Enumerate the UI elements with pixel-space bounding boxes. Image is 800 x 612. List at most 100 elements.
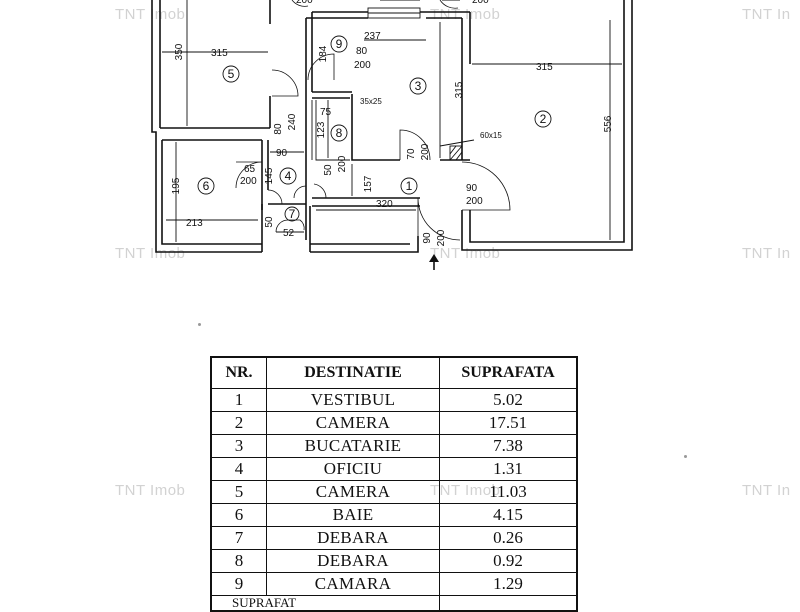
table-row: 5 CAMERA 11.03: [210, 480, 578, 504]
dim-label: 35x25: [360, 97, 382, 106]
cell-nr: 6: [210, 503, 267, 527]
dim-label: 200: [354, 60, 371, 71]
cell-suprafata: 4.15: [439, 503, 578, 527]
cell-destinatie: CAMERA: [266, 411, 440, 435]
dim-label: 320: [376, 199, 393, 210]
room-number-3: 3: [415, 79, 422, 93]
cell-nr: 9: [210, 572, 267, 596]
room-labels: 5 2 3 1 6 4 7 8 9: [197, 35, 552, 222]
dim-label: 240: [287, 113, 298, 130]
cell-suprafata: 11.03: [439, 480, 578, 504]
dim-label: 200: [337, 155, 348, 172]
cell-suprafata: 1.29: [439, 572, 578, 596]
cell-destinatie: DEBARA: [266, 526, 440, 550]
dim-label: 90: [466, 183, 478, 194]
cell-suprafata: 5.02: [439, 388, 578, 412]
room-number-4: 4: [285, 169, 292, 183]
cell-total-label: SUPRAFAT: [210, 595, 440, 612]
header-nr: NR.: [210, 356, 267, 389]
table-row: 2 CAMERA 17.51: [210, 411, 578, 435]
cell-destinatie: OFICIU: [266, 457, 440, 481]
table-row: 6 BAIE 4.15: [210, 503, 578, 527]
cell-suprafata: 0.92: [439, 549, 578, 573]
dim-label: 50: [323, 164, 334, 176]
entrance-arrow-icon: [429, 254, 439, 270]
cell-destinatie: CAMARA: [266, 572, 440, 596]
header-destinatie: DESTINATIE: [266, 356, 440, 389]
scan-speck: [684, 455, 687, 458]
cell-destinatie: VESTIBUL: [266, 388, 440, 412]
cell-nr: 3: [210, 434, 267, 458]
cell-suprafata: 0.26: [439, 526, 578, 550]
room-number-7: 7: [289, 207, 296, 221]
room-number-9: 9: [336, 37, 343, 51]
cell-nr: 4: [210, 457, 267, 481]
room-number-8: 8: [336, 126, 343, 140]
floor-plan: 5 2 3 1 6 4 7 8 9 200 200 350 315 237 18…: [151, 0, 633, 270]
cell-suprafata: 7.38: [439, 434, 578, 458]
table-header-row: NR. DESTINATIE SUPRAFATA: [210, 356, 578, 389]
area-table: NR. DESTINATIE SUPRAFATA 1 VESTIBUL 5.02…: [210, 356, 578, 612]
dim-label: 65: [244, 164, 256, 175]
cell-destinatie: DEBARA: [266, 549, 440, 573]
dim-label: 200: [436, 229, 447, 246]
outer-walls: [151, 0, 633, 253]
room-number-2: 2: [540, 112, 547, 126]
dim-label: 200: [296, 0, 313, 6]
cell-nr: 2: [210, 411, 267, 435]
dim-label: 90: [276, 148, 288, 159]
window-top: [367, 7, 421, 19]
dim-label: 50: [264, 216, 275, 228]
dim-label: 556: [603, 115, 614, 132]
dim-label: 200: [466, 196, 483, 207]
dim-label: 60x15: [480, 131, 502, 140]
table-row: 7 DEBARA 0.26: [210, 526, 578, 550]
dim-label: 184: [318, 45, 329, 62]
table-row-cut: SUPRAFAT: [210, 595, 578, 612]
dim-label: 213: [186, 218, 203, 229]
cell-suprafata: 1.31: [439, 457, 578, 481]
room-number-6: 6: [203, 179, 210, 193]
dim-label: 200: [472, 0, 489, 6]
dim-label: 350: [174, 43, 185, 60]
table-row: 3 BUCATARIE 7.38: [210, 434, 578, 458]
cell-nr: 7: [210, 526, 267, 550]
table-row: 1 VESTIBUL 5.02: [210, 388, 578, 412]
dim-label: 75: [320, 107, 332, 118]
dim-label: 90: [422, 232, 433, 244]
watermark: TNT Imob: [115, 482, 186, 499]
dim-label: 315: [211, 48, 228, 59]
dim-label: 157: [363, 175, 374, 192]
dim-label: 52: [283, 228, 295, 239]
dim-label: 315: [536, 62, 553, 73]
watermark: TNT In: [742, 482, 791, 499]
cell-destinatie: CAMERA: [266, 480, 440, 504]
cell-nr: 1: [210, 388, 267, 412]
table-row: 4 OFICIU 1.31: [210, 457, 578, 481]
cell-nr: 5: [210, 480, 267, 504]
table-row: 8 DEBARA 0.92: [210, 549, 578, 573]
dim-label: 200: [420, 143, 431, 160]
dim-label: 195: [171, 177, 182, 194]
dim-label: 123: [316, 121, 327, 138]
dim-label: 70: [406, 148, 417, 160]
table-row: 9 CAMARA 1.29: [210, 572, 578, 596]
cell-total-value: [439, 595, 578, 612]
dimension-lines: [162, 0, 622, 242]
dim-label: 80: [273, 123, 284, 135]
cell-destinatie: BAIE: [266, 503, 440, 527]
dim-label: 200: [240, 176, 257, 187]
cell-suprafata: 17.51: [439, 411, 578, 435]
dim-label: 237: [364, 31, 381, 42]
dim-label: 80: [356, 46, 368, 57]
scan-speck: [198, 323, 201, 326]
header-suprafata: SUPRAFATA: [439, 356, 578, 389]
cell-nr: 8: [210, 549, 267, 573]
dim-label: 145: [264, 167, 275, 184]
cell-destinatie: BUCATARIE: [266, 434, 440, 458]
room-number-1: 1: [406, 179, 413, 193]
dim-label: 315: [454, 81, 465, 98]
vent-shaft: [449, 145, 463, 161]
room-number-5: 5: [228, 67, 235, 81]
interior-walls: [160, 0, 471, 252]
